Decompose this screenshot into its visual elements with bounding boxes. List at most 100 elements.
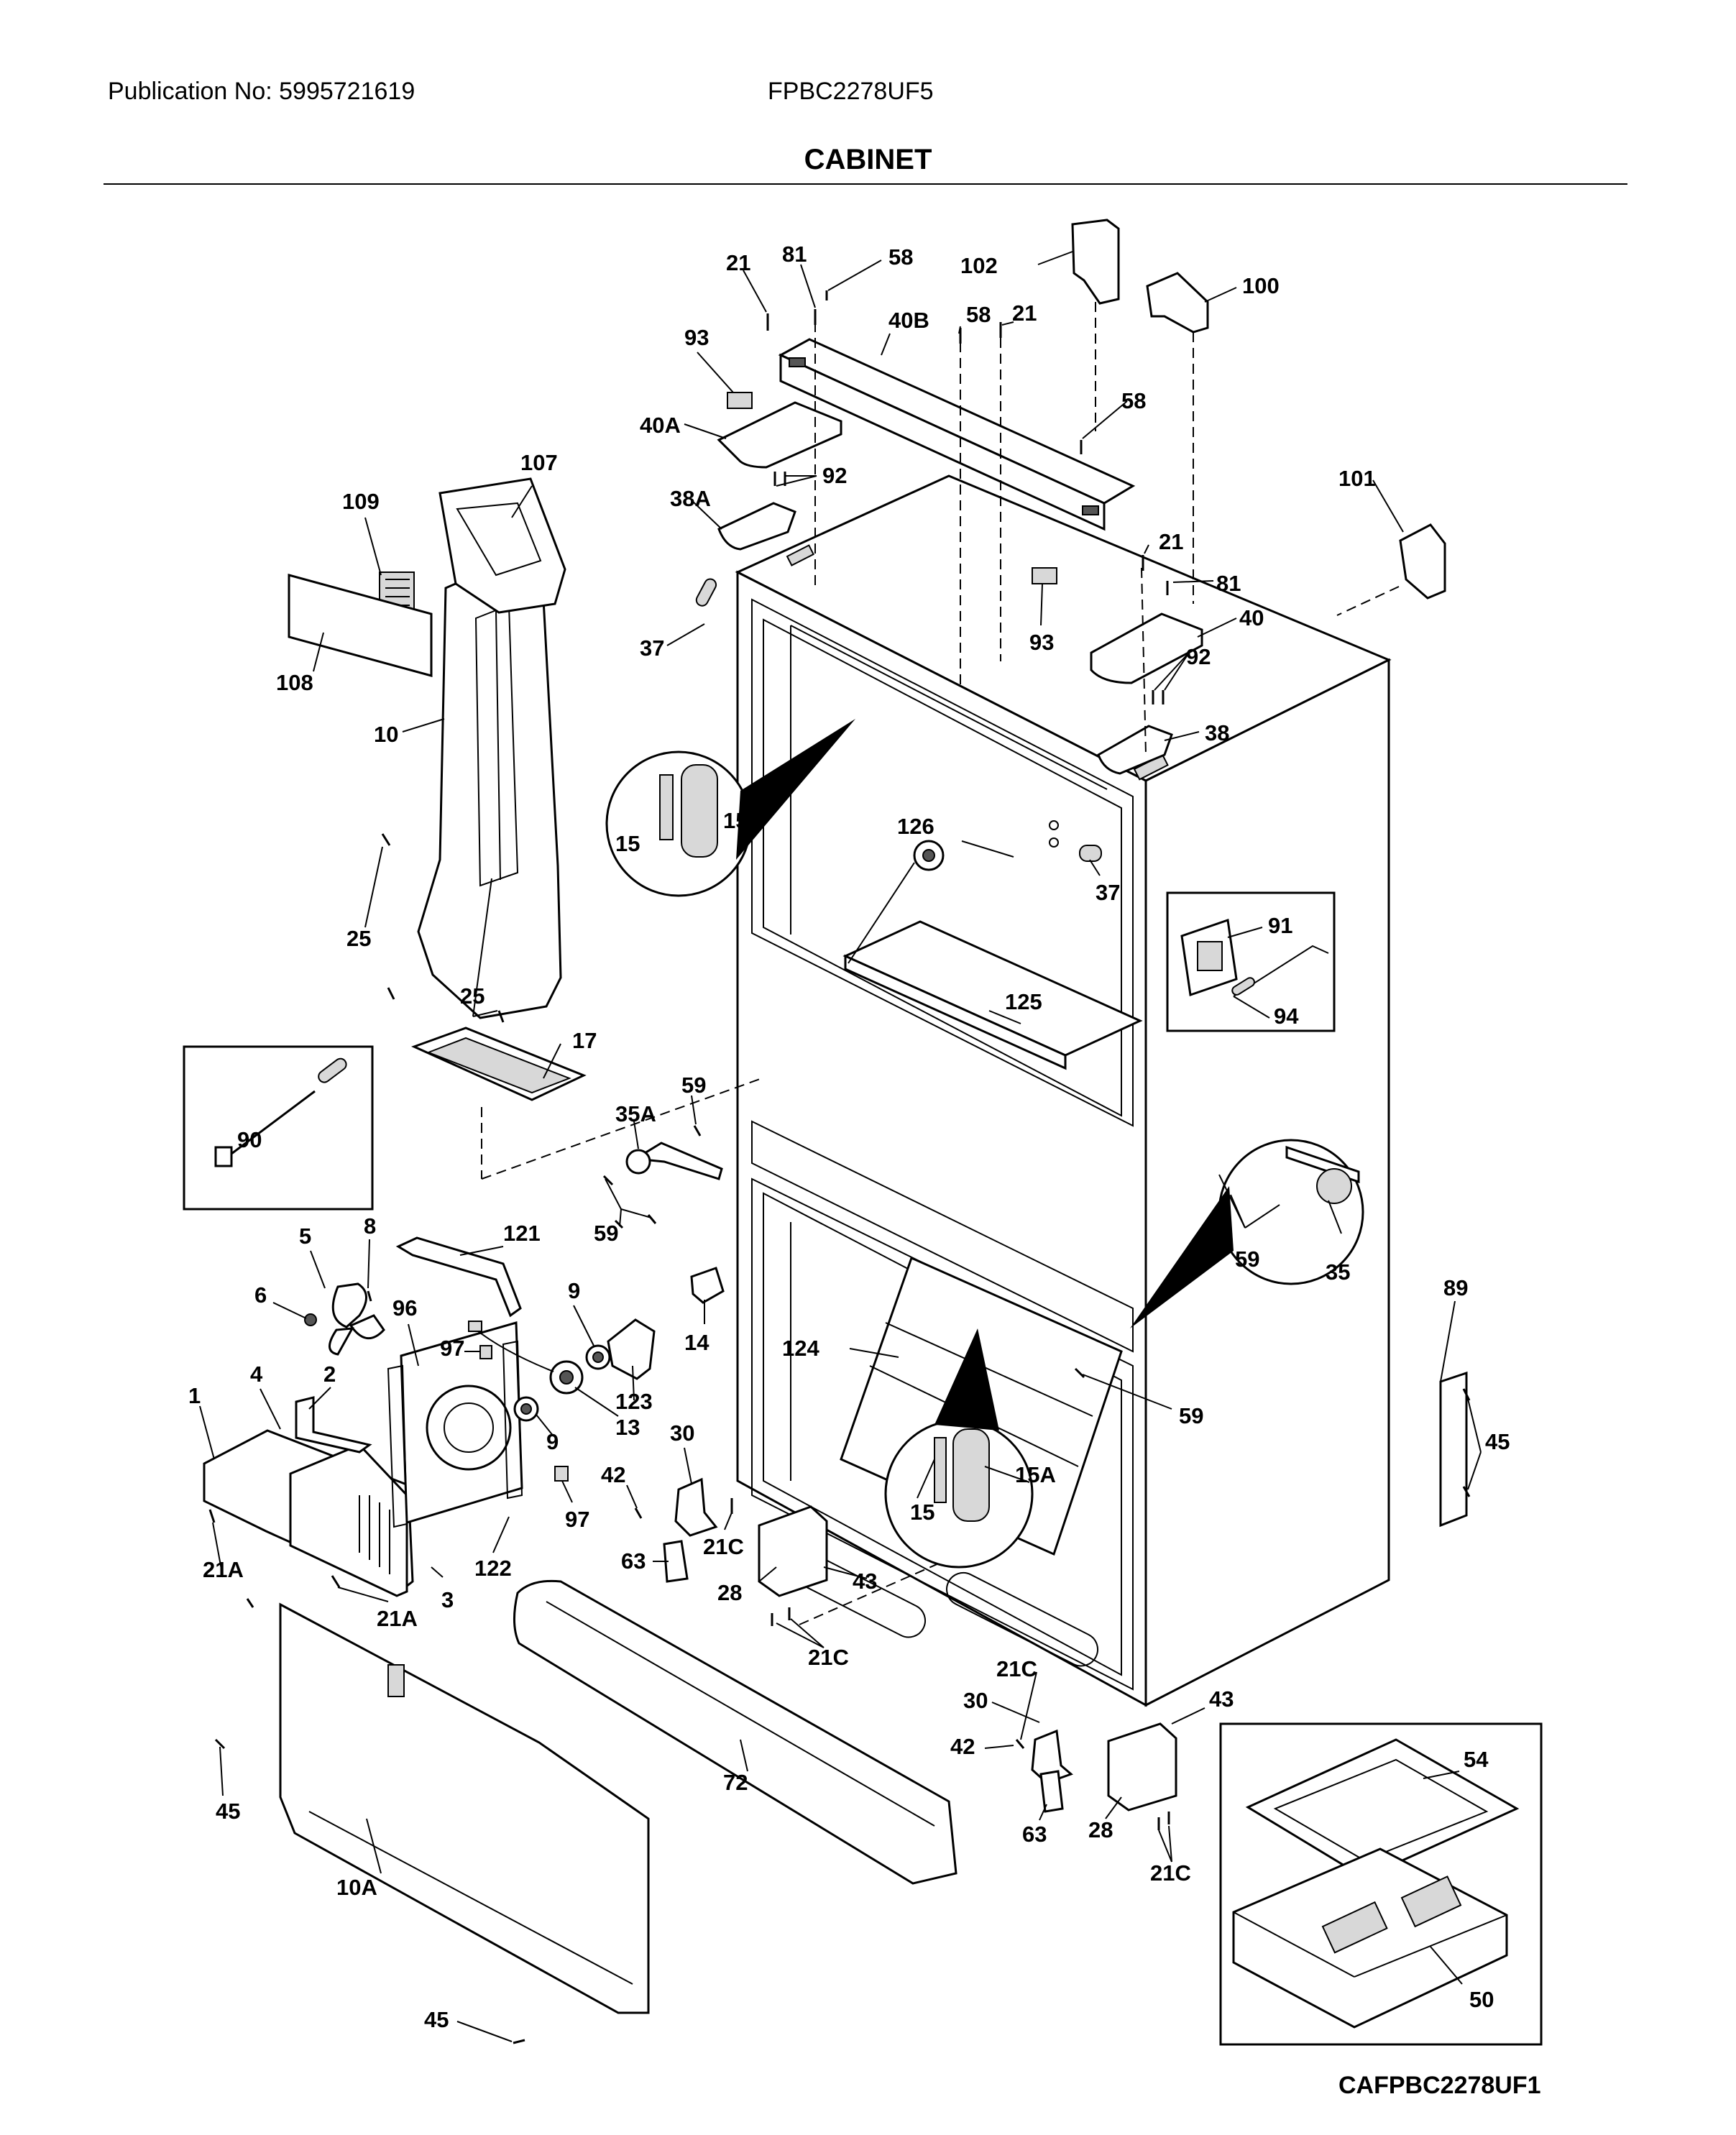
callout: 81 — [782, 242, 807, 267]
callout: 15 — [615, 831, 640, 856]
callout: 15A — [723, 808, 764, 833]
lower-hinges — [634, 1477, 1177, 1830]
callout: 91 — [1268, 913, 1292, 938]
callout: 21C — [703, 1534, 744, 1559]
callout: 1 — [188, 1383, 201, 1408]
air-duct-assembly — [288, 477, 763, 1180]
callout: 89 — [1443, 1275, 1468, 1300]
callout: 102 — [960, 253, 998, 278]
callout: 93 — [684, 325, 709, 350]
callout: 3 — [441, 1587, 454, 1612]
callout: 38A — [670, 486, 711, 511]
callout: 14 — [684, 1330, 709, 1355]
callout: 43 — [853, 1569, 877, 1594]
callout: 58 — [966, 302, 991, 327]
callout: 45 — [424, 2007, 449, 2032]
callout: 40 — [1239, 605, 1264, 630]
callout: 63 — [621, 1548, 646, 1574]
cabinet-body — [735, 474, 1392, 1707]
model-number: FPBC2278UF5 — [768, 78, 934, 105]
callout: 92 — [822, 463, 847, 488]
callout: 126 — [897, 814, 934, 839]
fan-evaporator-assembly — [203, 1236, 656, 1608]
callout: 108 — [276, 670, 313, 695]
callout: 125 — [1005, 989, 1042, 1014]
callout: 28 — [717, 1580, 742, 1605]
callout: 6 — [254, 1282, 267, 1308]
callout: 13 — [615, 1415, 640, 1440]
callout-labels: 21 81 58 102 100 93 40B 58 21 58 40A 92 … — [188, 242, 1510, 2032]
callout: 45 — [216, 1799, 240, 1824]
callout: 10A — [336, 1875, 377, 1900]
callout: 121 — [503, 1221, 541, 1246]
callout: 21A — [377, 1606, 418, 1631]
callout: 21C — [1150, 1860, 1191, 1886]
callout: 38 — [1205, 720, 1229, 745]
callout: 59 — [594, 1221, 618, 1246]
publication-number: Publication No: 5995721619 — [108, 78, 415, 105]
callout: 81 — [1216, 571, 1241, 596]
callout: 72 — [723, 1770, 748, 1795]
callout: 35A — [615, 1101, 656, 1126]
callout: 40A — [640, 413, 681, 438]
callout: 17 — [572, 1028, 597, 1053]
section-title: CABINET — [804, 144, 932, 175]
callout: 96 — [392, 1295, 417, 1321]
callout: 59 — [681, 1073, 706, 1098]
header-rule — [104, 183, 1627, 185]
callout: 90 — [237, 1127, 262, 1152]
callout: 21C — [808, 1645, 849, 1670]
callout: 25 — [460, 983, 484, 1009]
callout: 123 — [615, 1389, 653, 1414]
callout: 21A — [203, 1557, 244, 1582]
detail-callout-circles — [605, 719, 1364, 1569]
callout: 59 — [1235, 1246, 1259, 1272]
callout: 2 — [323, 1362, 336, 1387]
callout: 10 — [374, 722, 398, 747]
callout: 40B — [888, 308, 929, 333]
callout: 28 — [1088, 1817, 1113, 1842]
callout: 42 — [601, 1462, 625, 1487]
callout: 97 — [565, 1507, 589, 1532]
callout: 15 — [910, 1500, 934, 1525]
callout: 5 — [299, 1223, 311, 1249]
callout: 37 — [640, 635, 664, 661]
lower-panels — [214, 1579, 957, 2044]
callout: 9 — [568, 1278, 580, 1303]
callout: 21 — [1012, 300, 1037, 326]
callout: 100 — [1242, 273, 1280, 298]
callout: 122 — [474, 1556, 512, 1581]
callout: 4 — [250, 1362, 263, 1387]
diagram-code: CAFPBC2278UF1 — [1338, 2072, 1541, 2099]
callout: 101 — [1338, 466, 1376, 491]
callout: 30 — [670, 1420, 694, 1446]
top-hinge-assembly — [695, 219, 1446, 862]
callout: 92 — [1186, 644, 1211, 669]
callout: 30 — [963, 1688, 988, 1713]
misc-parts — [602, 840, 1085, 1379]
callout: 50 — [1469, 1987, 1494, 2012]
callout: 97 — [440, 1336, 464, 1361]
leader-lines — [199, 251, 1482, 2042]
callout: 45 — [1485, 1429, 1510, 1454]
callout: 42 — [950, 1734, 975, 1759]
callout: 58 — [1121, 388, 1146, 413]
callout: 15A — [1015, 1462, 1056, 1487]
callout: 37 — [1096, 880, 1120, 905]
callout: 54 — [1464, 1747, 1489, 1772]
callout: 94 — [1274, 1004, 1299, 1029]
inset-boxes — [183, 891, 1543, 2046]
callout: 25 — [346, 926, 371, 951]
callout: 109 — [342, 489, 380, 514]
callout: 21 — [1159, 529, 1183, 554]
callout: 63 — [1022, 1822, 1047, 1847]
callout: 21 — [726, 250, 750, 275]
callout: 107 — [520, 450, 558, 475]
callout: 21C — [996, 1656, 1037, 1681]
callout: 8 — [364, 1213, 376, 1239]
side-panel — [1439, 1371, 1471, 1528]
callout: 43 — [1209, 1686, 1234, 1712]
callout: 9 — [546, 1429, 559, 1454]
callout: 35 — [1326, 1259, 1350, 1285]
